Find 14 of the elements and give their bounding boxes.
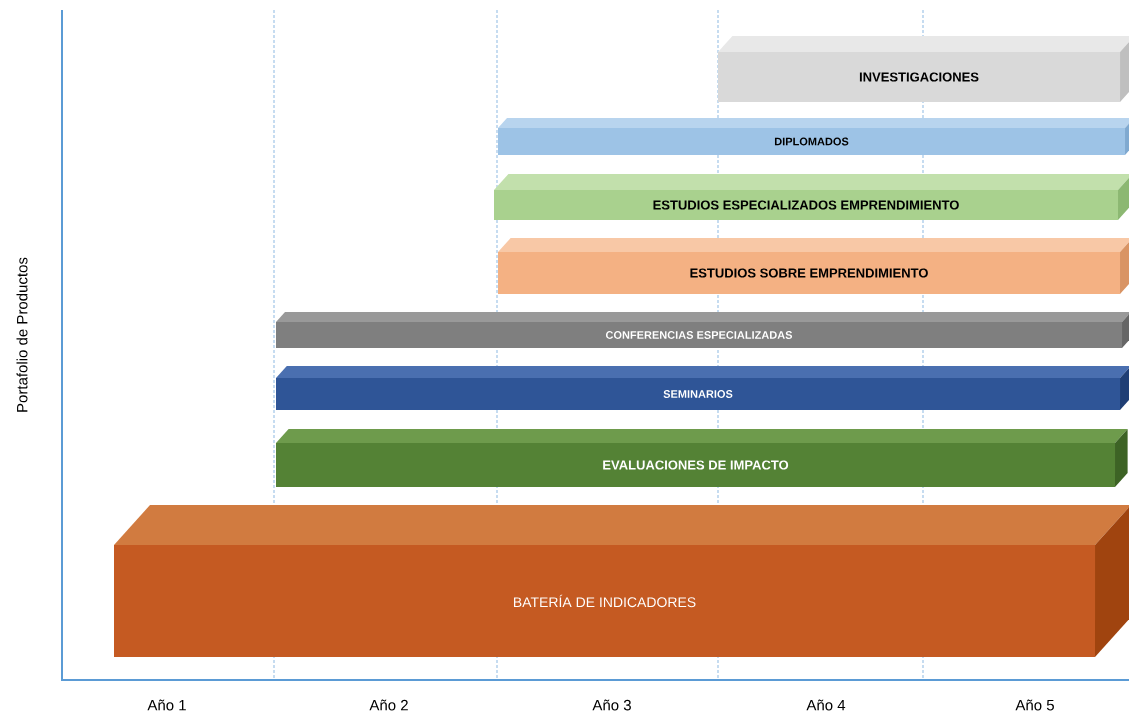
axis-label: Año 3	[592, 699, 631, 711]
bar: INVESTIGACIONES	[718, 36, 1129, 102]
bar: CONFERENCIAS ESPECIALIZADAS	[276, 312, 1129, 348]
axis-label: Año 5	[1015, 699, 1054, 711]
bar: BATERÍA DE INDICADORES	[114, 505, 1129, 657]
bar: ESTUDIOS ESPECIALIZADOS EMPRENDIMIENTO	[494, 174, 1129, 220]
axis-label: Año 2	[369, 699, 408, 711]
bar: DIPLOMADOS	[498, 118, 1129, 155]
bar: SEMINARIOS	[276, 366, 1129, 410]
bar: EVALUACIONES DE IMPACTO	[276, 429, 1128, 487]
bar: ESTUDIOS SOBRE EMPRENDIMIENTO	[498, 238, 1129, 294]
axis-label: Año 1	[147, 699, 186, 711]
axis-title: Portafolio de Productos	[16, 257, 28, 412]
axis-label: Año 4	[806, 699, 846, 711]
